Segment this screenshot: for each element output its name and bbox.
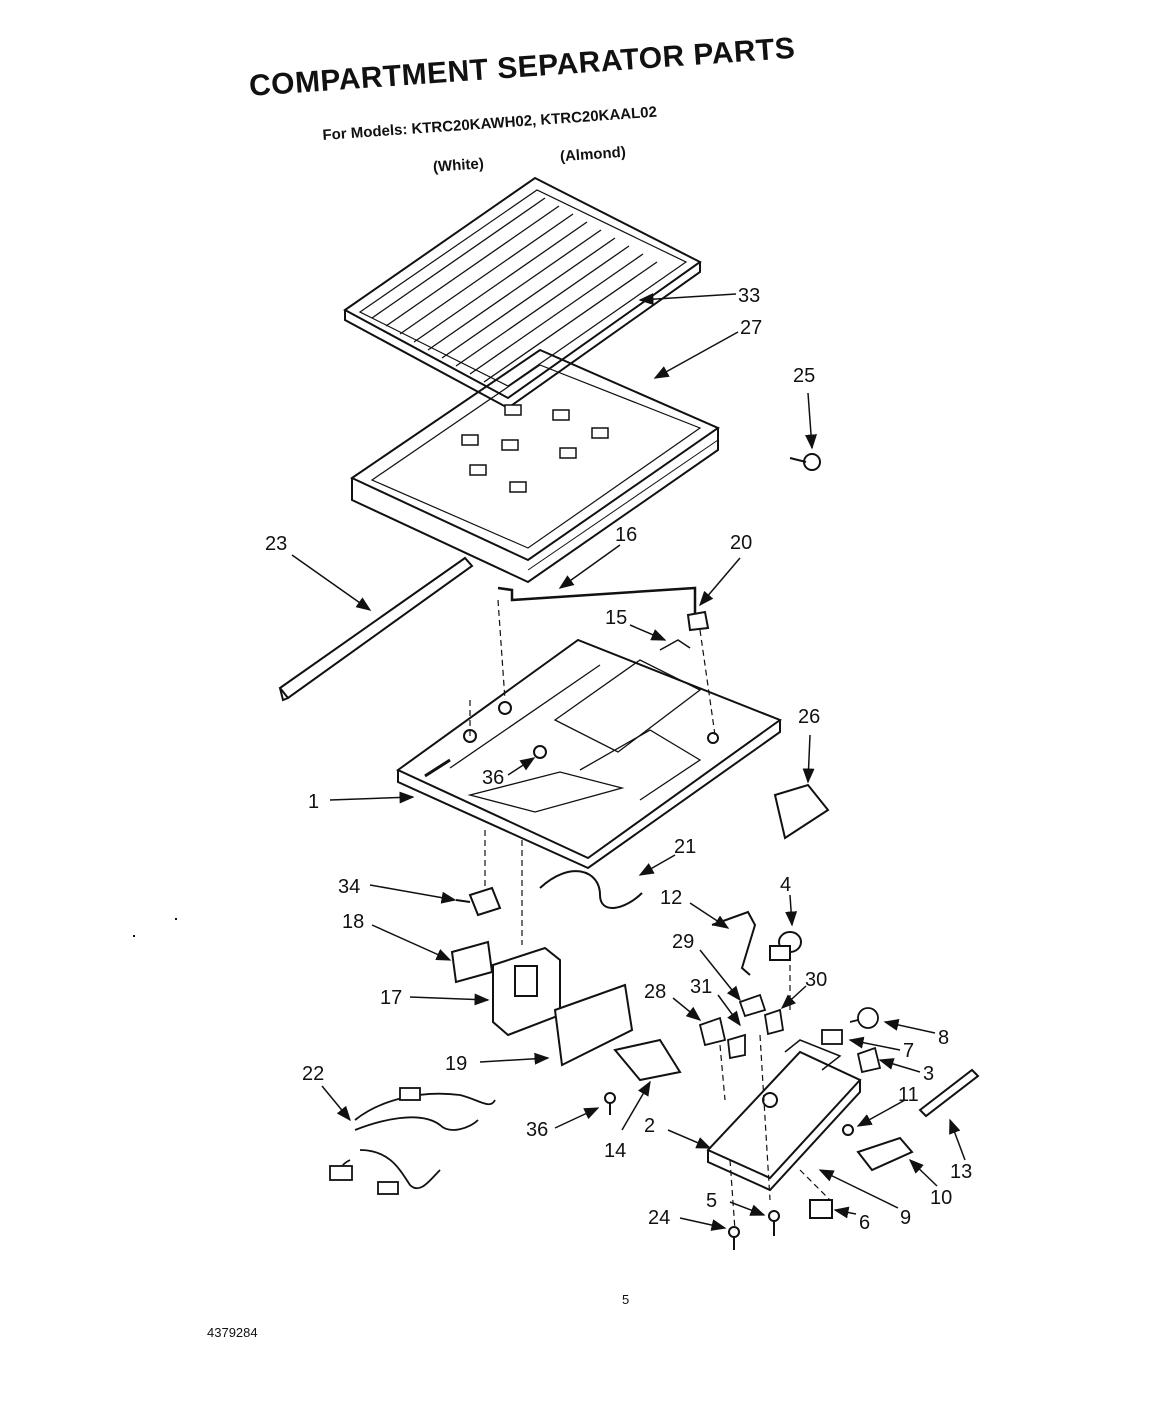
part-20-clip	[686, 610, 710, 632]
part-12-bracket	[711, 910, 757, 976]
part-17-damper	[492, 946, 561, 1037]
part-16-tube	[497, 586, 697, 620]
part-4-bulb	[769, 931, 802, 961]
part-34-sensor	[455, 886, 502, 917]
callout-24: 24	[648, 1207, 670, 1229]
callout-20: 20	[730, 532, 752, 554]
part-22-harness	[329, 1087, 496, 1195]
callout-28: 28	[644, 981, 666, 1003]
part-10-switch	[856, 1136, 914, 1172]
callout-19: 19	[445, 1053, 467, 1075]
callout-12: 12	[660, 887, 682, 909]
callout-11: 11	[898, 1084, 919, 1106]
part-15-bracket	[659, 639, 691, 651]
part-23-strip	[278, 556, 474, 702]
part-19-housing	[553, 983, 634, 1067]
dashed-leaders	[469, 599, 831, 1231]
callout-29: 29	[672, 931, 694, 953]
part-27-frame	[349, 348, 721, 584]
callout-31: 31	[690, 976, 712, 998]
part-1-pan	[396, 638, 783, 870]
part-26-cover	[773, 783, 830, 840]
callout-13: 13	[950, 1161, 972, 1183]
callout-17: 17	[380, 987, 402, 1009]
callout-5: 5	[706, 1190, 717, 1212]
part-13-rod	[918, 1068, 980, 1118]
stray-marks	[133, 918, 177, 937]
callout-21: 21	[674, 836, 696, 858]
part-6-connector	[809, 1199, 833, 1219]
callout-23: 23	[265, 533, 287, 555]
callout-6: 6	[859, 1212, 870, 1234]
document-number: 4379284	[207, 1325, 258, 1340]
part-21-wire	[539, 870, 643, 909]
part-33-grille	[343, 176, 702, 410]
callout-1: 1	[308, 791, 319, 813]
callout-25: 25	[793, 365, 815, 387]
callouts	[291, 293, 966, 1231]
callout-16: 16	[615, 524, 637, 546]
callout-8: 8	[938, 1027, 949, 1049]
part-11-screw	[842, 1124, 854, 1136]
callout-14: 14	[604, 1140, 626, 1162]
callout-34: 34	[338, 876, 360, 898]
callout-33: 33	[738, 285, 760, 307]
callout-7: 7	[903, 1040, 914, 1062]
callout-36-lower: 36	[526, 1119, 548, 1141]
callout-18: 18	[342, 911, 364, 933]
parts-28-31-small	[698, 993, 785, 1060]
part-18-grille	[450, 940, 494, 984]
callout-3: 3	[923, 1063, 934, 1085]
callout-10: 10	[930, 1187, 952, 1209]
part-36-screw-upper	[533, 745, 547, 759]
part-14-plate	[613, 1038, 682, 1082]
callout-labels: 33 27 25 23 16 20 15 26 1 36 21 34 4 18 …	[265, 285, 972, 1234]
callout-30: 30	[805, 969, 827, 991]
parts-8-7-3	[821, 1007, 882, 1074]
parts-5-24-screws	[728, 1210, 780, 1250]
callout-9: 9	[900, 1207, 911, 1229]
page-number: 5	[622, 1292, 630, 1307]
callout-4: 4	[780, 874, 791, 896]
callout-27: 27	[740, 317, 762, 339]
part-25-screw	[789, 453, 821, 471]
part-36-screw-lower	[604, 1092, 616, 1115]
callout-36: 36	[482, 767, 504, 789]
callout-15: 15	[605, 607, 627, 629]
callout-26: 26	[798, 706, 820, 728]
callout-22: 22	[302, 1063, 324, 1085]
part-2-bracket	[706, 1039, 862, 1192]
callout-2: 2	[644, 1115, 655, 1137]
